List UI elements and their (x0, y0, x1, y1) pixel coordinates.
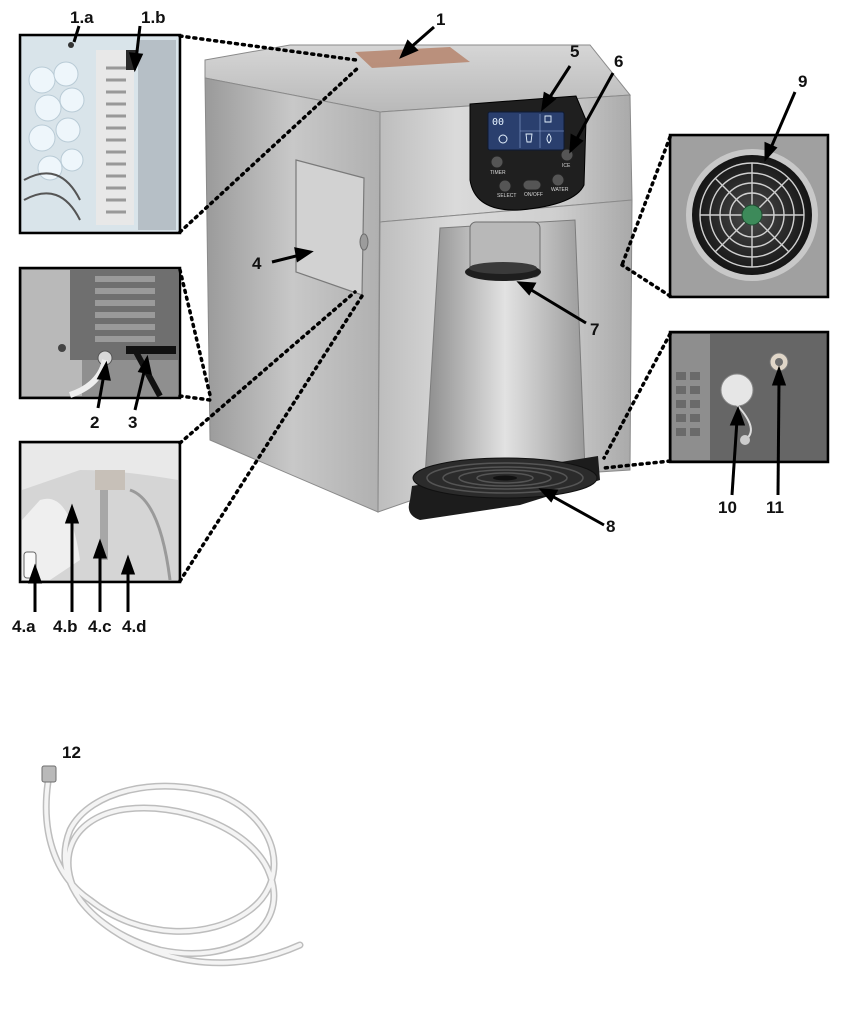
on-off-button (522, 179, 542, 191)
label-7: 7 (590, 320, 600, 339)
inset-fan (668, 133, 830, 299)
inset-drain-plugs (668, 330, 830, 464)
label-11: 11 (766, 498, 784, 517)
label-1a: 1.a (70, 8, 94, 27)
hose-nut (41, 765, 57, 783)
inset-side-window-interior (18, 440, 182, 584)
label-12: 12 (62, 743, 81, 762)
label-4c: 4.c (88, 617, 112, 636)
inset-ice-basket (18, 33, 182, 235)
top-lid (355, 47, 470, 68)
callout-arrows (27, 25, 797, 612)
power-symbol-icon (498, 134, 508, 144)
timer-button-label: TIMER (490, 170, 506, 176)
label-2: 2 (90, 413, 100, 432)
select-button (498, 179, 512, 193)
ice-button-label: ICE (562, 163, 571, 169)
on-off-button-label: ON/OFF (524, 192, 543, 198)
side-inspection-window (295, 159, 365, 296)
label-9: 9 (798, 72, 808, 91)
label-6: 6 (614, 52, 624, 71)
label-4b: 4.b (53, 617, 78, 636)
label-4: 4 (252, 254, 262, 273)
water-drop-icon (546, 133, 552, 144)
water-button (551, 173, 565, 187)
inset-rear-connections (18, 266, 182, 400)
label-1b: 1.b (141, 8, 166, 27)
label-1: 1 (436, 10, 446, 29)
select-button-label: SELECT (497, 193, 517, 199)
side-window-knob (359, 233, 369, 251)
label-4a: 4.a (12, 617, 36, 636)
timer-button (490, 155, 504, 169)
water-hose (41, 765, 304, 967)
water-button-label: WATER (551, 187, 569, 193)
label-8: 8 (606, 517, 616, 536)
label-5: 5 (570, 42, 580, 61)
label-4d: 4.d (122, 617, 147, 636)
dotted-leader-lines (178, 34, 672, 583)
drain-cap (720, 373, 754, 407)
label-10: 10 (718, 498, 737, 517)
lcd-digits: 00 (492, 117, 505, 128)
ice-cube-icon (544, 115, 552, 123)
label-3: 3 (128, 413, 138, 432)
ice-maker-body (204, 44, 633, 520)
cup-icon (525, 133, 533, 143)
